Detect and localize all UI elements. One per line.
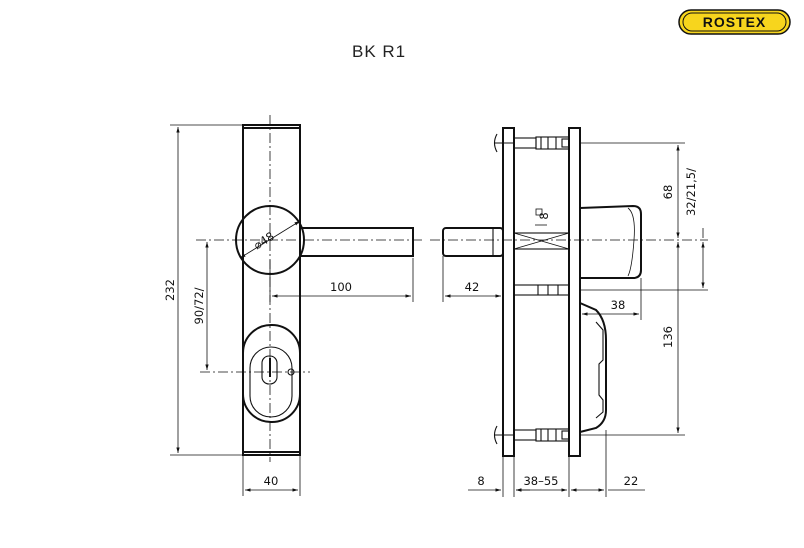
outside-plate [502, 127, 515, 457]
svg-text:ROSTEX: ROSTEX [703, 14, 767, 30]
dim-height-lower: 136 [661, 326, 675, 348]
dim-plate-thickness: 8 [477, 474, 484, 488]
screw-top [493, 133, 570, 153]
side-view: 8 [430, 127, 708, 497]
dim-lever-length: 100 [330, 280, 352, 294]
dim-square: 8 [537, 212, 551, 219]
dim-hole-spacing: 90/72/ [192, 287, 206, 324]
dim-height-upper: 68 [661, 185, 675, 200]
lever-stub [442, 227, 504, 257]
inner-housing [579, 204, 642, 279]
rostex-logo: ROSTEX [678, 9, 791, 35]
inside-plate [568, 127, 581, 457]
dim-cylinder-offset: 32/21,5/ [684, 168, 698, 216]
dim-spindle-offset: 42 [465, 280, 480, 294]
dim-door-thickness: 38–55 [523, 474, 558, 488]
front-plate [242, 124, 301, 456]
dim-plate-width: 40 [264, 474, 279, 488]
dim-plate-height: 232 [163, 279, 177, 301]
screw-bottom [493, 425, 570, 445]
lever [300, 227, 414, 257]
dim-back-depth: 22 [624, 474, 639, 488]
cylinder-escutcheon [242, 324, 301, 423]
dim-depth: 38 [611, 298, 626, 312]
drawing-title: BK R1 [352, 42, 407, 61]
screw-middle [513, 284, 570, 296]
front-view: ⌀48 100 232 90/72/ 40 [163, 115, 425, 496]
